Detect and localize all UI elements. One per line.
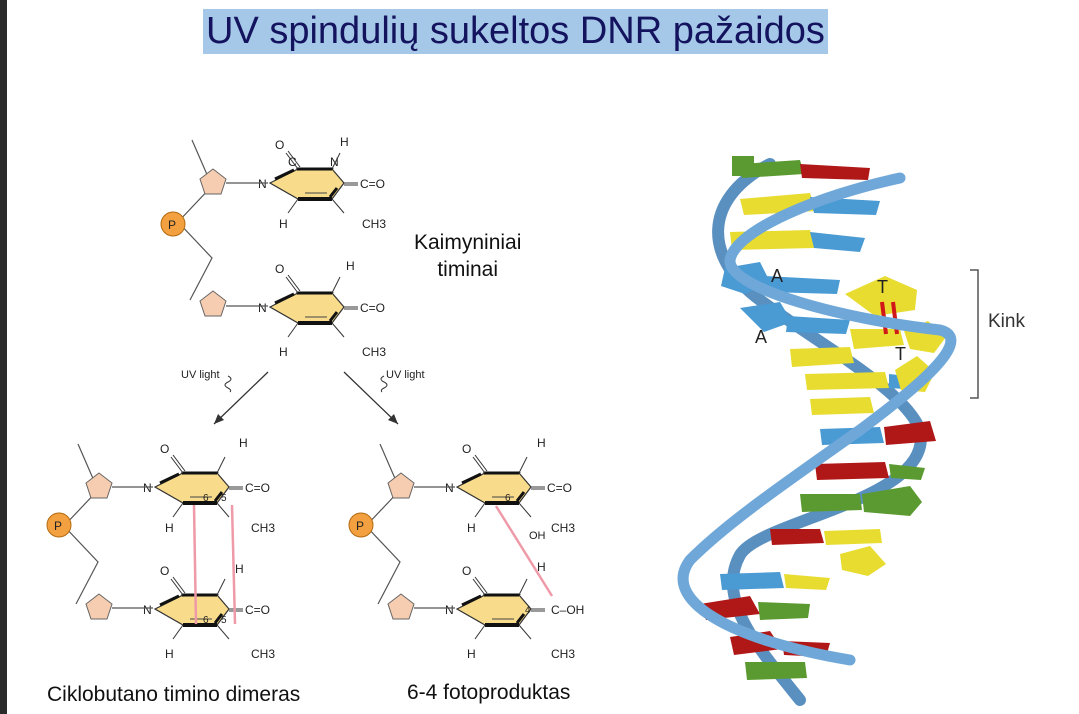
base-label-t-bottom: T	[895, 344, 906, 364]
svg-text:H: H	[165, 647, 174, 661]
svg-text:N: N	[445, 603, 454, 617]
svg-text:C=O: C=O	[245, 603, 270, 617]
photoproduct-thymine-1: N O H C=O 6 H OH CH3	[445, 436, 575, 542]
svg-text:C=O: C=O	[360, 301, 385, 315]
dimer-crosslinks	[192, 504, 237, 625]
top-backbone: P	[160, 139, 268, 317]
svg-text:CH3: CH3	[362, 217, 386, 231]
svg-text:N: N	[258, 301, 267, 315]
svg-text:CH3: CH3	[362, 345, 386, 359]
svg-text:C=O: C=O	[245, 481, 270, 495]
svg-text:O: O	[462, 442, 471, 456]
slide-title: UV spindulių sukeltos DNR pažaidos	[203, 9, 828, 54]
svg-text:H: H	[340, 135, 349, 149]
phosphate-photoproduct: P	[356, 519, 364, 533]
svg-text:UV light: UV light	[181, 369, 220, 381]
cyclobutane-dimer-caption: Ciklobutano timino dimeras	[47, 683, 301, 706]
svg-text:H: H	[239, 436, 248, 450]
svg-text:CH3: CH3	[251, 647, 275, 661]
dimer-thymine-2: N O H C=O 6 5 H CH3	[143, 562, 275, 661]
svg-text:N: N	[258, 177, 267, 191]
photoproduct-thymine-2: N O H 4 C–OH H CH3	[445, 560, 584, 661]
base-label-t-top: T	[877, 277, 888, 297]
svg-text:CH3: CH3	[551, 647, 575, 661]
svg-text:O: O	[275, 138, 284, 152]
svg-text:O: O	[160, 564, 169, 578]
svg-text:C=O: C=O	[547, 481, 572, 495]
svg-text:N: N	[445, 481, 454, 495]
photoproduct-backbone: P	[348, 443, 455, 620]
svg-text:6: 6	[505, 493, 511, 504]
phosphate-top: P	[168, 218, 176, 232]
svg-text:6: 6	[203, 615, 209, 626]
uv-arrow-left: UV light	[181, 369, 269, 425]
svg-text:H: H	[165, 521, 174, 535]
svg-text:UV light: UV light	[386, 369, 425, 381]
svg-text:5: 5	[221, 615, 227, 626]
kink-bracket	[970, 269, 979, 399]
svg-text:H: H	[279, 217, 288, 231]
photoproduct-crosslink	[494, 505, 554, 597]
svg-text:H: H	[235, 562, 244, 576]
svg-text:N: N	[143, 603, 152, 617]
svg-text:H: H	[537, 560, 546, 574]
svg-text:OH: OH	[529, 530, 546, 542]
neighbor-thymines-label: Kaimyniniai timinai	[414, 231, 522, 281]
svg-text:CH3: CH3	[551, 521, 575, 535]
svg-text:H: H	[467, 521, 476, 535]
phosphate-dimer: P	[54, 519, 62, 533]
uv-arrow-right: UV light	[343, 369, 425, 425]
svg-text:C: C	[288, 155, 297, 169]
svg-text:H: H	[467, 647, 476, 661]
dimer-backbone: P	[46, 443, 153, 620]
top-thymine-2: N O H C=O H CH3	[258, 259, 386, 359]
svg-text:CH3: CH3	[251, 521, 275, 535]
backbone-front-strand	[677, 172, 957, 666]
svg-text:N: N	[143, 481, 152, 495]
svg-text:6: 6	[203, 493, 209, 504]
svg-text:O: O	[462, 564, 471, 578]
kink-label: Kink	[988, 311, 1025, 332]
svg-text:H: H	[346, 259, 355, 273]
svg-text:5: 5	[221, 493, 227, 504]
svg-text:C–OH: C–OH	[551, 603, 584, 617]
photoproduct-caption: 6-4 fotoproduktas	[407, 681, 571, 704]
thymine-diagram: N C O N H C=O H CH3 N O H C=O H CH3 P UV…	[46, 135, 584, 661]
svg-text:H: H	[279, 345, 288, 359]
svg-text:N: N	[330, 155, 339, 169]
svg-text:O: O	[160, 442, 169, 456]
svg-text:H: H	[537, 436, 546, 450]
svg-text:C=O: C=O	[360, 177, 385, 191]
base-label-a-top: A	[771, 266, 783, 286]
base-label-a-bottom: A	[755, 327, 767, 347]
dimer-thymine-1: N O H C=O 6 5 H CH3	[143, 436, 275, 535]
svg-text:4: 4	[525, 605, 531, 616]
left-edge-bar	[0, 0, 7, 714]
top-thymine-1: N C O N H C=O H CH3	[258, 135, 386, 231]
svg-text:O: O	[275, 262, 284, 276]
